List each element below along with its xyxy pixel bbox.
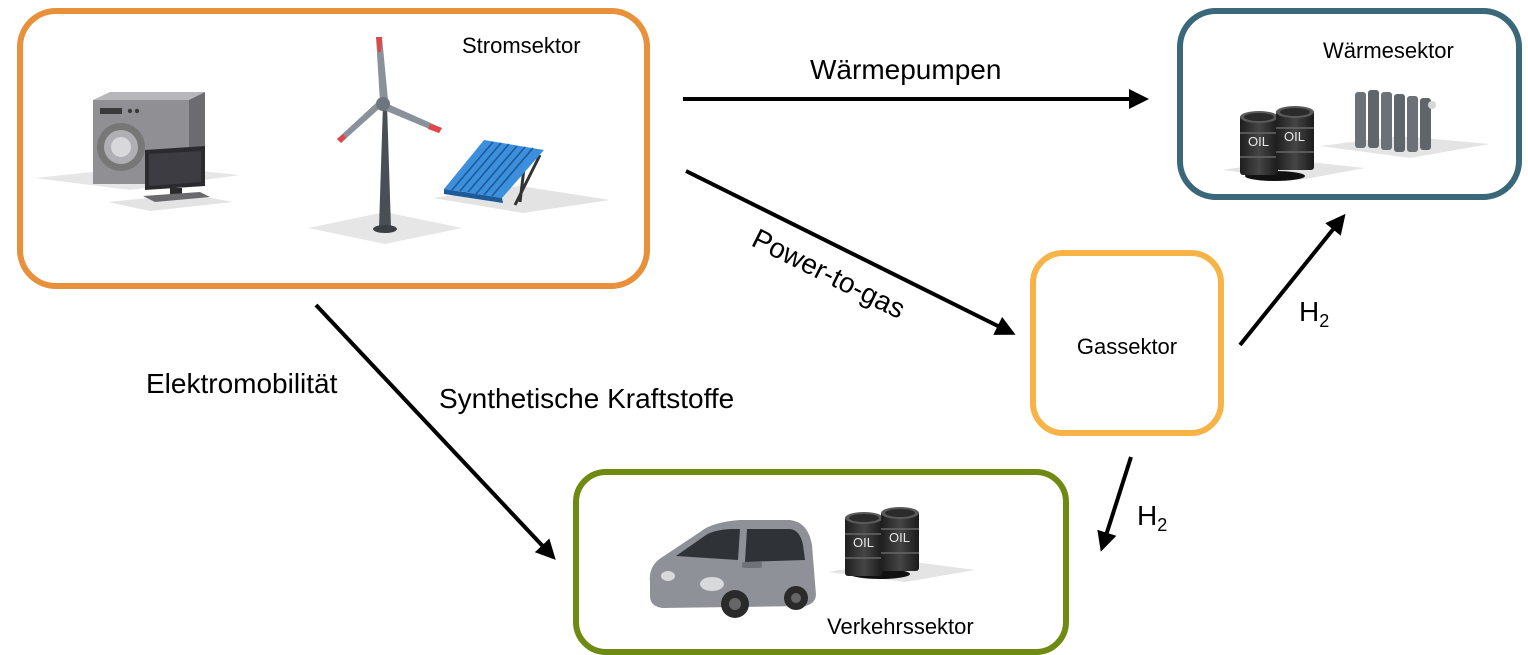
svg-text:OIL: OIL bbox=[853, 535, 874, 550]
car-icon bbox=[649, 520, 816, 618]
wind-turbine-icon bbox=[308, 37, 462, 244]
waermesektor-box: Wärmesektor OIL OIL bbox=[1177, 8, 1522, 200]
h2-verkehr-label: H2 bbox=[1137, 500, 1167, 535]
solar-panel-icon bbox=[433, 140, 610, 213]
verkehrssektor-box: Verkehrssektor OIL OIL bbox=[573, 469, 1069, 655]
svg-text:OIL: OIL bbox=[1248, 134, 1269, 149]
radiator-icon bbox=[1320, 90, 1490, 158]
elektromobilitaet-arrow bbox=[314, 303, 556, 560]
gassektor-box: Gassektor bbox=[1030, 250, 1224, 436]
svg-text:OIL: OIL bbox=[1284, 129, 1305, 144]
stromsektor-label: Stromsektor bbox=[462, 33, 581, 58]
computer-icon bbox=[143, 146, 210, 202]
h2-verkehr-arrow bbox=[1097, 456, 1133, 552]
waermepumpen-label: Wärmepumpen bbox=[810, 54, 1001, 85]
h2-waerme-arrow bbox=[1238, 213, 1346, 347]
synthetische-kraftstoffe-label: Synthetische Kraftstoffe bbox=[439, 383, 734, 414]
power-to-gas-label: Power-to-gas bbox=[747, 223, 910, 325]
waermesektor-label: Wärmesektor bbox=[1323, 38, 1454, 63]
stromsektor-box: Stromsektor bbox=[17, 8, 650, 289]
svg-text:OIL: OIL bbox=[889, 530, 910, 545]
oil-barrels-icon: OIL OIL bbox=[1222, 105, 1365, 181]
power-to-gas-arrow bbox=[685, 169, 1016, 335]
oil-barrels-icon: OIL OIL bbox=[828, 506, 975, 582]
verkehrssektor-label: Verkehrssektor bbox=[827, 614, 974, 639]
gassektor-label: Gassektor bbox=[1077, 334, 1177, 359]
elektromobilitaet-label: Elektromobilität bbox=[146, 368, 338, 399]
h2-waerme-label: H2 bbox=[1299, 296, 1329, 331]
